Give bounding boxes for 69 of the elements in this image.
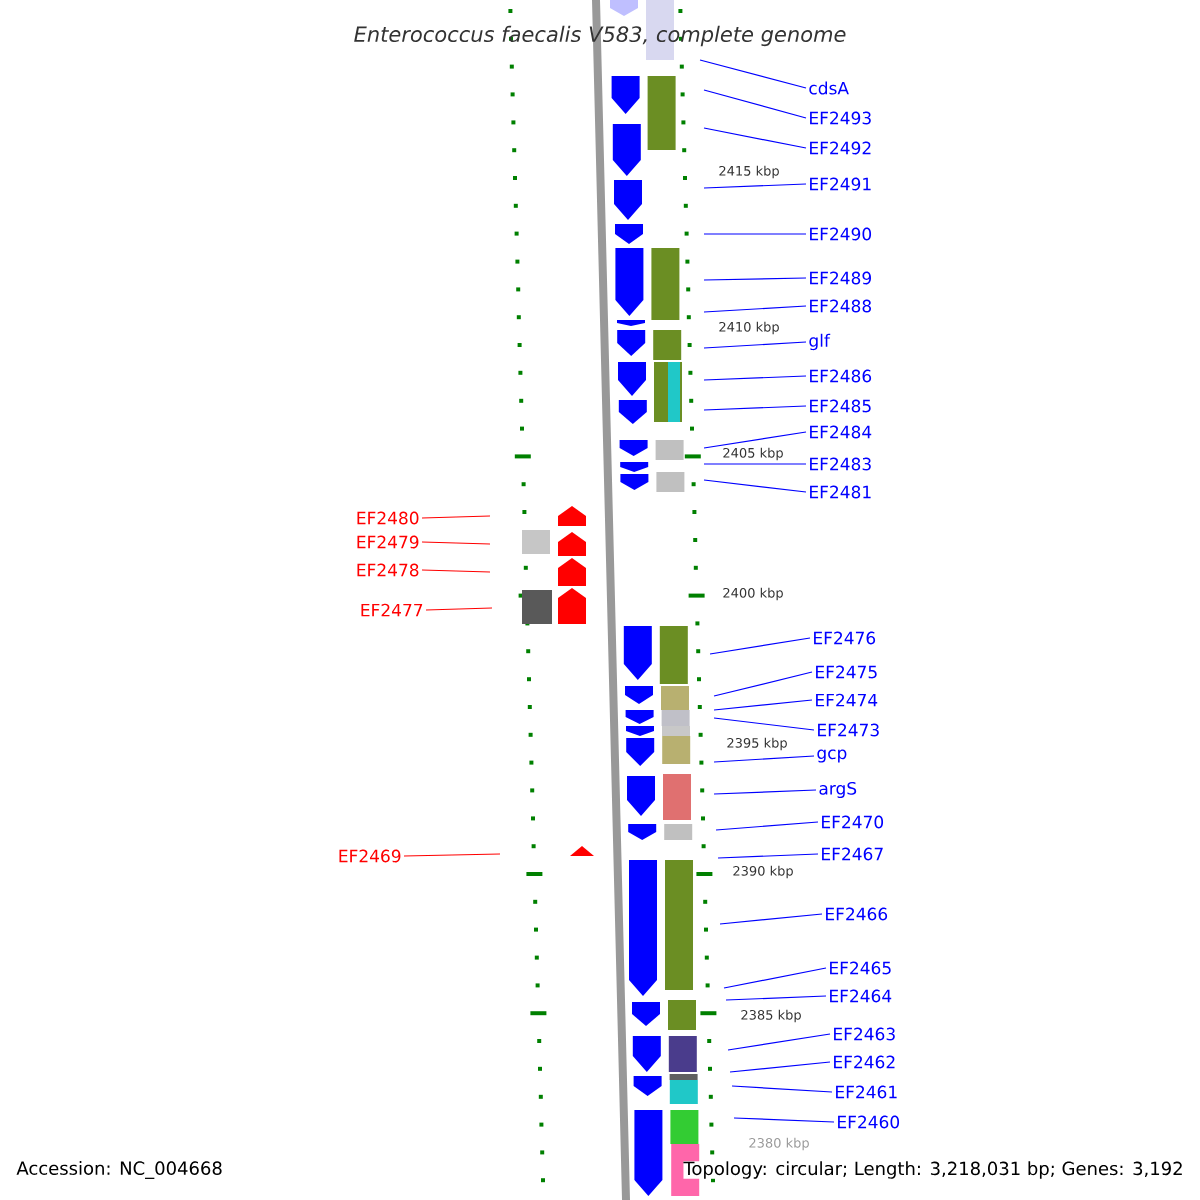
leader-line [703, 127, 807, 149]
leader-line [725, 995, 827, 1001]
gene-label: EF2465 [830, 961, 891, 975]
leader-line [421, 515, 491, 519]
leader-line [713, 699, 813, 711]
gene-label: EF2484 [810, 425, 872, 439]
gene-label: EF2489 [810, 271, 871, 285]
gene-label: EF2466 [826, 907, 888, 921]
genome-summary-text: Topology: circular; Length: 3,218,031 bp; Genes: 3,192 [683, 1161, 1184, 1179]
gene-label: EF2460 [838, 1115, 900, 1129]
leader-line [727, 1033, 831, 1051]
accession-text: Accession: NC_004668 [16, 1161, 223, 1179]
gene-label: EF2478 [357, 563, 419, 577]
leader-line [703, 305, 807, 313]
gene-label: cdsA [809, 81, 849, 95]
leader-line [719, 913, 823, 925]
gene-label: EF2479 [357, 535, 419, 549]
leader-line [703, 341, 807, 349]
gene-label: EF2476 [814, 631, 876, 645]
leader-line [703, 463, 807, 465]
title: Enterococcus faecalis V583, complete genome [354, 25, 846, 47]
gene-label: EF2463 [834, 1027, 895, 1041]
leader-line [703, 89, 807, 119]
leader-line [713, 717, 815, 731]
leader-line [403, 853, 501, 857]
leader-line [703, 405, 807, 411]
gene-label: EF2481 [810, 485, 871, 499]
gene-label: EF2475 [816, 665, 877, 679]
gene-label: EF2483 [810, 457, 871, 471]
gene-label: glf [809, 333, 831, 351]
leader-line [703, 183, 807, 189]
leader-line [703, 375, 807, 381]
leader-line [717, 853, 819, 859]
leader-line [729, 1061, 831, 1073]
leader-line [699, 59, 807, 89]
gene-label: EF2474 [816, 693, 878, 707]
gene-label: EF2473 [818, 723, 879, 737]
leader-line [421, 541, 491, 545]
gene-label: EF2462 [834, 1055, 895, 1069]
leader-line [703, 479, 807, 493]
gene-label: EF2486 [810, 369, 872, 383]
leader-line [713, 755, 815, 763]
leader-line [709, 637, 811, 655]
leader-line [713, 789, 817, 795]
gene-label: EF2491 [810, 177, 871, 191]
leader-line [421, 569, 491, 573]
leader-line [713, 671, 813, 697]
gene-label: EF2492 [810, 141, 871, 155]
gene-label: EF2490 [810, 227, 872, 241]
gene-label: EF2470 [822, 815, 884, 829]
gene-label: argS [819, 781, 857, 799]
leader-line [703, 233, 807, 235]
gene-label: EF2464 [830, 989, 892, 1003]
leader-line [723, 967, 827, 989]
leader-line [425, 607, 493, 611]
gene-label: gcp [817, 749, 847, 763]
gene-label: EF2480 [357, 511, 419, 525]
leader-line [703, 431, 807, 449]
leader-line [715, 821, 819, 831]
leader-line [733, 1117, 835, 1123]
gene-label: EF2488 [810, 299, 871, 313]
gene-label: EF2485 [810, 399, 871, 413]
leader-line [731, 1085, 833, 1093]
gene-label: EF2461 [836, 1085, 897, 1099]
gene-label: EF2467 [822, 847, 883, 861]
gene-label: EF2469 [339, 849, 401, 863]
gene-label: EF2477 [361, 603, 423, 617]
gene-label: EF2493 [810, 111, 871, 125]
leader-line [703, 277, 807, 281]
